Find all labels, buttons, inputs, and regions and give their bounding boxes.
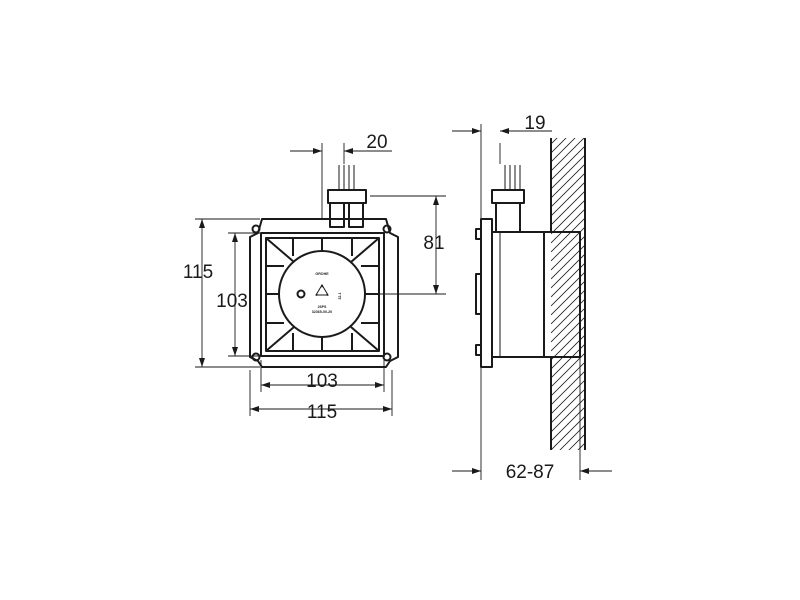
hatch-line <box>551 181 585 217</box>
side-pipe-connectors <box>491 165 525 233</box>
hatch-line <box>551 138 567 154</box>
dim-pipe-height: 81 <box>423 233 444 254</box>
hatch-line <box>551 138 585 172</box>
hatch-line <box>551 172 585 208</box>
hatch-line <box>551 370 585 406</box>
code-label-1: 32-1 <box>338 292 342 299</box>
side-view <box>475 138 586 450</box>
hatch-line <box>551 145 585 181</box>
top-pipe-connectors <box>327 165 367 228</box>
frame-ribs <box>265 237 380 352</box>
dimension-labels: 115 103 103 115 20 81 19 62-87 <box>183 113 554 483</box>
hatch-line <box>551 379 585 415</box>
hatch-line <box>551 397 585 433</box>
code-label-2: 26PS <box>318 305 327 309</box>
code-label-3: 32365-00-20 <box>312 310 332 314</box>
hatch-line <box>551 361 585 397</box>
box-cover <box>543 231 581 358</box>
center-hole <box>296 289 306 299</box>
dim-install-depth: 62-87 <box>506 462 555 483</box>
hatch-line <box>551 208 585 244</box>
front-dimensions <box>195 143 446 416</box>
dim-front-height-inner: 103 <box>216 291 248 312</box>
recycle-icon <box>315 284 329 296</box>
center-disc <box>278 250 366 338</box>
side-dimensions <box>452 124 612 480</box>
dim-front-height-outer: 115 <box>183 262 213 283</box>
dim-pipe-offset: 20 <box>366 132 387 153</box>
hatch-line <box>551 138 576 163</box>
hatch-line <box>568 433 585 450</box>
front-view: GROHE 32-1 26PS 32365-00-20 <box>249 165 399 368</box>
hatch-line <box>551 415 585 450</box>
hatch-line <box>551 217 585 253</box>
hatch-line <box>551 352 585 388</box>
hatch-line <box>551 190 585 226</box>
dim-front-width-inner: 103 <box>306 371 338 392</box>
hatch-line <box>577 442 585 450</box>
dim-flange-depth: 19 <box>524 113 545 134</box>
hatch-line <box>551 388 585 424</box>
hatch-line <box>551 406 585 442</box>
hatch-line <box>551 199 585 235</box>
hatch-line <box>551 138 558 145</box>
brand-label: GROHE <box>315 272 329 276</box>
dim-front-width-outer: 115 <box>307 402 337 423</box>
flange-plate <box>480 218 493 368</box>
hatch-line <box>551 154 585 190</box>
hatch-line <box>559 424 585 450</box>
inner-frame <box>260 232 385 357</box>
mounting-plate-outline <box>249 218 399 368</box>
hatch-line <box>551 163 585 199</box>
